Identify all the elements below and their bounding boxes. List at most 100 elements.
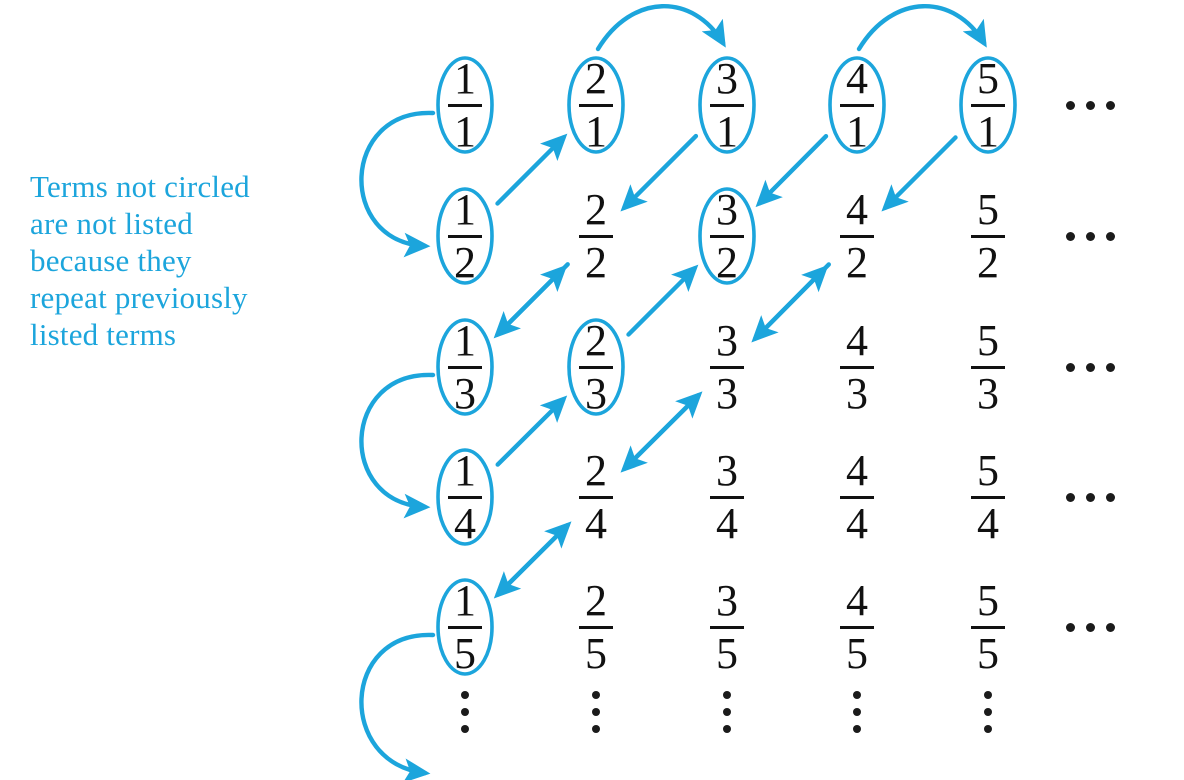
fraction-bar [448, 103, 482, 107]
denominator: 5 [846, 628, 868, 678]
denominator: 2 [846, 237, 868, 287]
denominator: 1 [585, 106, 607, 156]
denominator: 3 [454, 368, 476, 418]
denominator: 3 [846, 368, 868, 418]
numerator: 3 [716, 316, 738, 366]
denominator: 1 [977, 106, 999, 156]
fraction-bar [971, 234, 1005, 238]
numerator: 5 [977, 54, 999, 104]
row-ellipsis-3 [1050, 343, 1130, 391]
fraction-bar [840, 625, 874, 629]
numerator: 4 [846, 185, 868, 235]
row-ellipsis-2 [1050, 212, 1130, 260]
column-ellipsis-2 [578, 686, 614, 738]
caption-line-2: are not listed [30, 206, 193, 241]
numerator: 1 [454, 316, 476, 366]
numerator: 5 [977, 576, 999, 626]
caption-line-3: because they [30, 243, 192, 278]
denominator: 1 [846, 106, 868, 156]
numerator: 2 [585, 54, 607, 104]
fraction-bar [579, 495, 613, 499]
numerator: 4 [846, 54, 868, 104]
fraction-bar [710, 103, 744, 107]
denominator: 4 [454, 498, 476, 548]
denominator: 1 [454, 106, 476, 156]
denominator: 4 [716, 498, 738, 548]
numerator: 3 [716, 185, 738, 235]
row-ellipsis-5 [1050, 603, 1130, 651]
numerator: 2 [585, 446, 607, 496]
numerator: 5 [977, 446, 999, 496]
caption-line-1: Terms not circled [30, 169, 250, 204]
denominator: 3 [716, 368, 738, 418]
denominator: 4 [585, 498, 607, 548]
fraction-bar [448, 495, 482, 499]
numerator: 2 [585, 576, 607, 626]
denominator: 5 [585, 628, 607, 678]
fraction-bar [710, 365, 744, 369]
denominator: 2 [977, 237, 999, 287]
fraction-bar [710, 625, 744, 629]
denominator: 2 [716, 237, 738, 287]
numerator: 3 [716, 576, 738, 626]
numerator: 2 [585, 316, 607, 366]
denominator: 4 [846, 498, 868, 548]
fraction-bar [448, 365, 482, 369]
numerator: 1 [454, 446, 476, 496]
fraction-bar [971, 103, 1005, 107]
denominator: 2 [585, 237, 607, 287]
fraction-bar [840, 365, 874, 369]
fraction-bar [579, 625, 613, 629]
numerator: 1 [454, 576, 476, 626]
numerator: 2 [585, 185, 607, 235]
numerator: 4 [846, 316, 868, 366]
fraction-bar [710, 234, 744, 238]
fraction-bar [448, 234, 482, 238]
fraction-bar [579, 103, 613, 107]
denominator: 4 [977, 498, 999, 548]
fraction-bar [840, 103, 874, 107]
column-ellipsis-5 [970, 686, 1006, 738]
numerator: 4 [846, 446, 868, 496]
denominator: 1 [716, 106, 738, 156]
fraction-bar [710, 495, 744, 499]
numerator: 3 [716, 54, 738, 104]
numerator: 4 [846, 576, 868, 626]
